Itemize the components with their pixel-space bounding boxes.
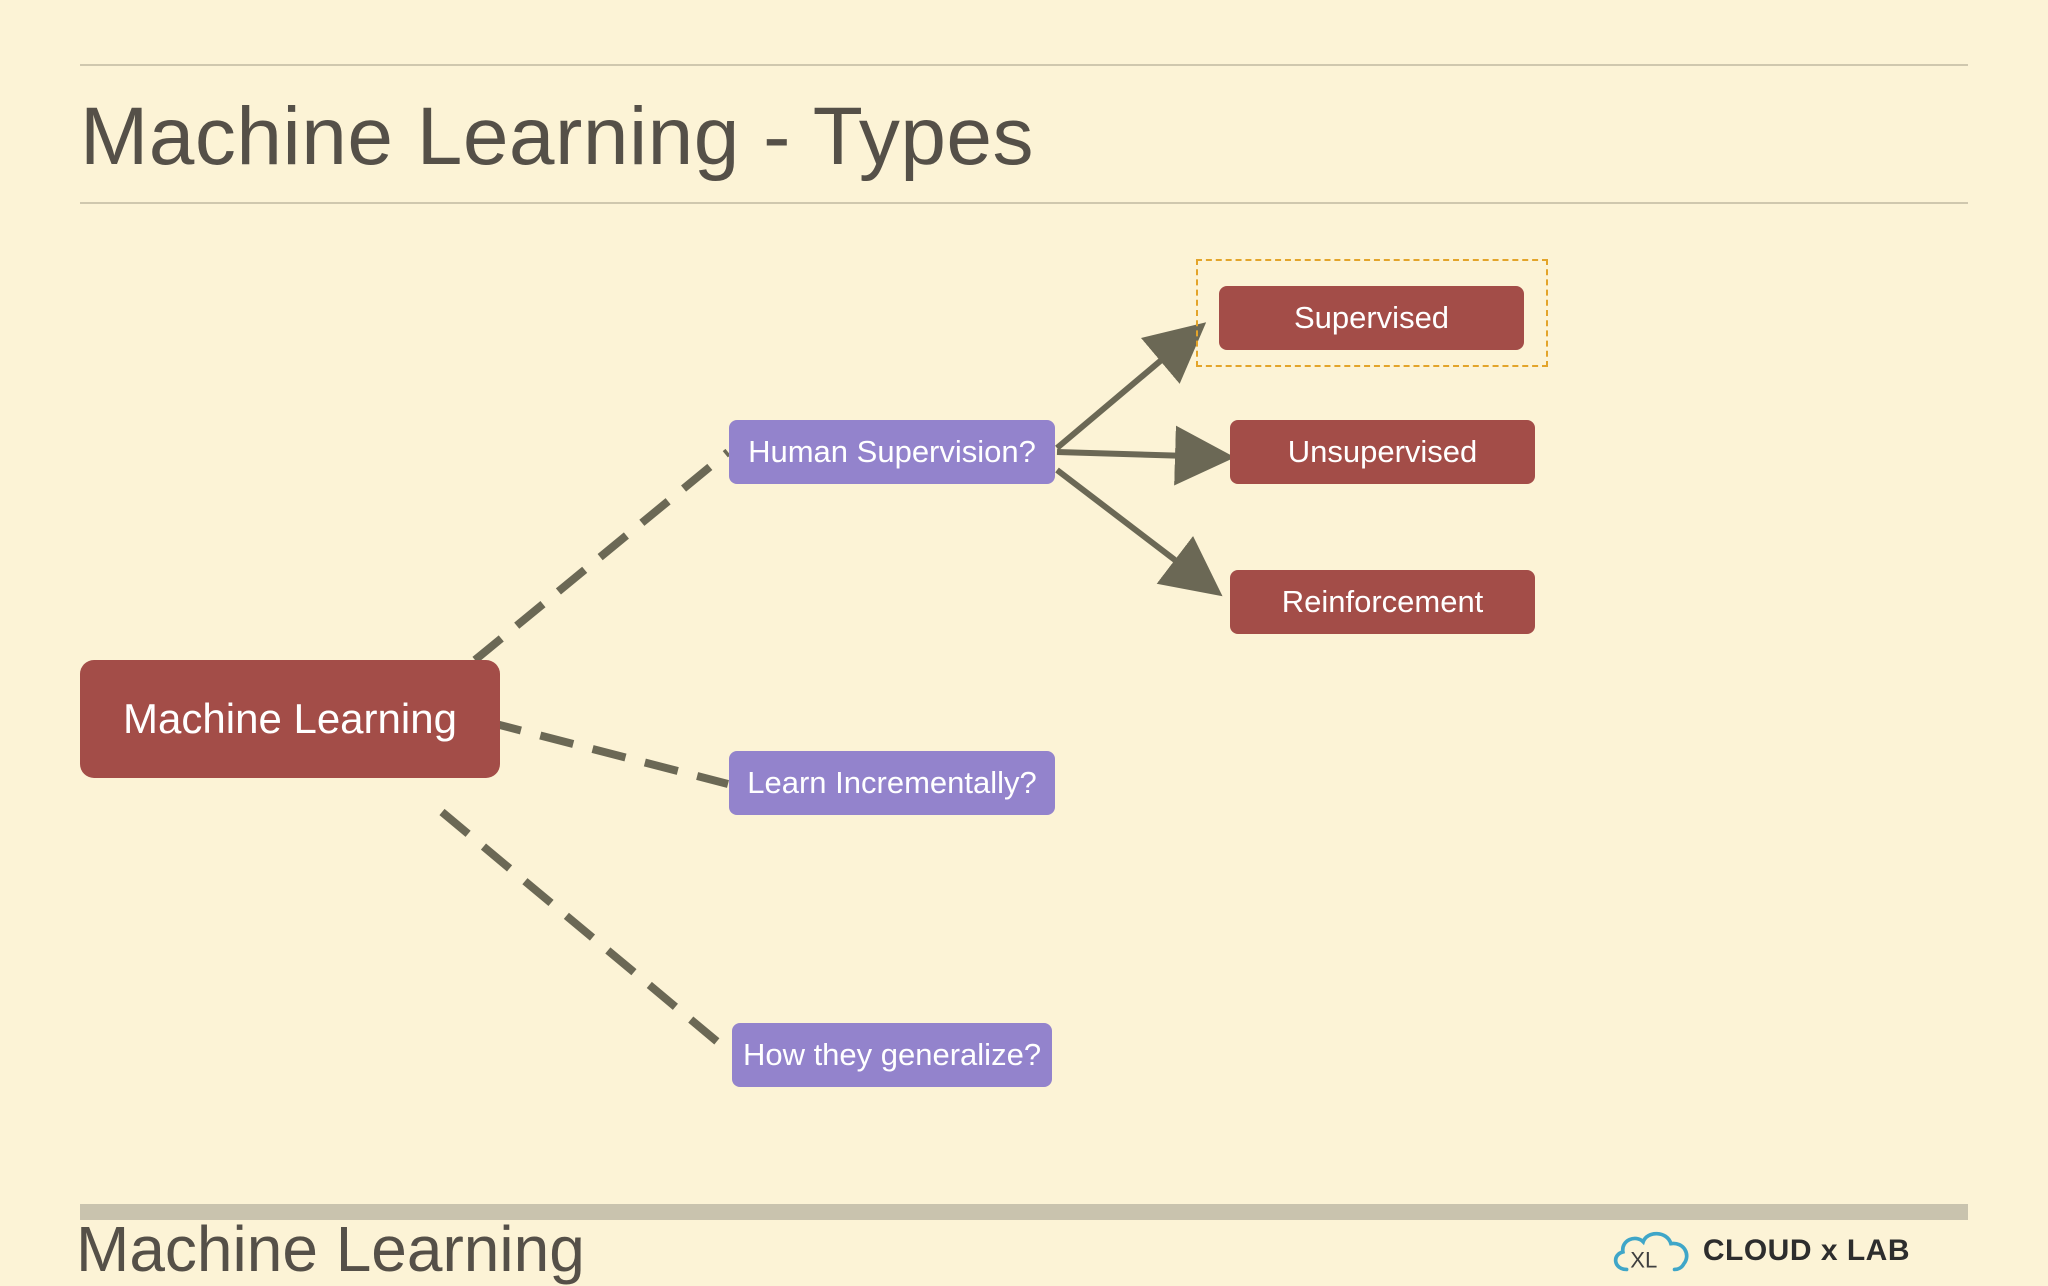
leaf-node-supervised: Supervised <box>1219 286 1524 350</box>
connector-root-to-incremental <box>486 718 730 788</box>
slide-title: Machine Learning - Types <box>80 91 1035 182</box>
root-node-machine-learning: Machine Learning <box>80 660 500 778</box>
question-node-learn-incrementally: Learn Incrementally? <box>729 751 1055 815</box>
title-underline <box>80 202 1968 204</box>
arrow-to-unsupervised <box>1056 425 1235 486</box>
arrow-to-reinforcement <box>1055 467 1223 597</box>
supervised-highlight-box <box>1196 259 1548 367</box>
question-node-human-supervision: Human Supervision? <box>729 420 1055 484</box>
footer-rule <box>80 1204 1968 1220</box>
svg-text:XL: XL <box>1630 1248 1657 1273</box>
cloud-icon: XL <box>1613 1231 1689 1273</box>
question-node-how-they-generalize: How they generalize? <box>732 1023 1052 1087</box>
leaf-node-reinforcement: Reinforcement <box>1230 570 1535 634</box>
leaf-node-unsupervised: Unsupervised <box>1230 420 1535 484</box>
connector-root-to-generalize <box>439 808 735 1058</box>
footer-title: Machine Learning <box>76 1213 585 1285</box>
connector-root-to-supervision <box>472 448 731 664</box>
arrow-to-supervised <box>1055 322 1207 451</box>
cloudxlab-logo: XL CLOUD x LAB <box>1610 1222 1910 1280</box>
top-rule <box>80 64 1968 66</box>
logo-text: CLOUD x LAB <box>1702 1234 1910 1267</box>
